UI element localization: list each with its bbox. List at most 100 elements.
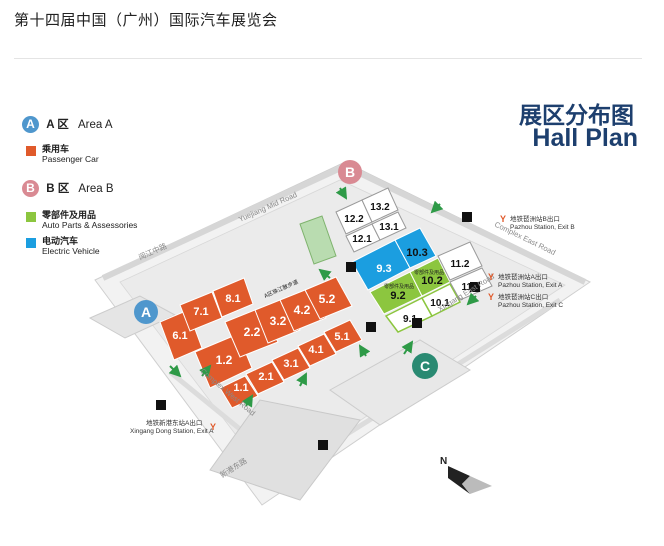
zone-a-marker-label: A xyxy=(141,304,151,320)
legend-area-a-en: Area A xyxy=(77,119,113,131)
hall-9-3-label: 9.3 xyxy=(376,263,391,275)
stair-icon xyxy=(156,400,166,410)
hall-10-3 xyxy=(394,227,437,269)
legend-area-b-en: Area B xyxy=(78,183,114,195)
zone-c-marker-icon xyxy=(412,353,438,379)
station-c-en: Pazhou Station, Exit C xyxy=(498,302,563,309)
legend-passenger-car-cn: 乘用车 xyxy=(42,144,70,154)
hall-7-1 xyxy=(179,291,223,332)
entrance-arrow-icon xyxy=(401,340,414,355)
hall-5-1-label: 5.1 xyxy=(334,331,349,343)
road-complex-east xyxy=(343,163,587,285)
hall-13-1 xyxy=(371,211,407,241)
hall-11-2 xyxy=(437,241,483,281)
zone-b-marker-icon xyxy=(338,160,362,184)
passenger-car-swatch-icon xyxy=(26,146,36,156)
hall-5-2-label: 5.2 xyxy=(319,292,336,306)
stair-icon xyxy=(470,282,480,292)
zone-a-marker-icon xyxy=(134,300,158,324)
stair-icon xyxy=(346,262,356,272)
entrance-arrow-icon xyxy=(335,186,348,200)
south-block xyxy=(209,399,361,501)
station-xingang-cn: 地铁新港东站A出口 xyxy=(146,418,202,427)
hall-10-1-label: 10.1 xyxy=(430,298,450,309)
hall-12-1-label: 12.1 xyxy=(352,234,372,245)
hall-1-1-label: 1.1 xyxy=(233,382,248,394)
page-title: 第十四届中国（广州）国际汽车展览会 xyxy=(14,11,278,29)
legend-electric-vehicle-en: Electric Vehicle xyxy=(42,246,100,256)
map-title-cn: 展区分布图 xyxy=(519,103,634,129)
hall-10-1 xyxy=(420,283,462,317)
legend-area-b: B B 区 Area B xyxy=(22,180,114,198)
metro-b-icon: Y xyxy=(500,214,506,224)
map-title-en: Hall Plan xyxy=(532,124,638,152)
hall-12-2-label: 12.2 xyxy=(344,214,364,225)
legend-electric-vehicle-cn: 电动汽车 xyxy=(42,236,79,246)
entrance-arrow-icon xyxy=(318,268,332,281)
entrance-arrow-icon xyxy=(168,364,182,378)
entrance-arrow-icon xyxy=(199,364,212,378)
legend-area-a: A A 区 Area A xyxy=(22,116,113,134)
metro-xingang-icon: Y xyxy=(210,422,216,432)
header-divider xyxy=(14,58,642,59)
hall-10-3-label: 10.3 xyxy=(406,247,427,259)
zone-c-marker-label: C xyxy=(420,358,430,374)
hall-3-1-label: 3.1 xyxy=(283,358,298,370)
hall-8-1-label: 8.1 xyxy=(225,293,240,305)
road-yuejiang-mid xyxy=(101,163,347,281)
stair-icon xyxy=(318,440,328,450)
hall-5-2 xyxy=(304,276,353,320)
legend-area-b-cn: B 区 xyxy=(46,183,70,195)
hall-5-1 xyxy=(323,319,363,353)
station-b-en: Pazhou Station, Exit B xyxy=(510,224,575,231)
parts-label-10: 零部件及用品 xyxy=(414,269,444,276)
station-a-en: Pazhou Station, Exit A xyxy=(498,282,563,289)
hall-9-2-label: 9.2 xyxy=(390,290,405,302)
hall-4-2-label: 4.2 xyxy=(294,303,311,317)
auto-parts-swatch-icon xyxy=(26,212,36,222)
hall-8-1 xyxy=(212,277,254,318)
hall-1-2-label: 1.2 xyxy=(216,353,233,367)
hall-6-1-label: 6.1 xyxy=(172,330,187,342)
entrance-arrow-icon xyxy=(358,344,371,358)
hall-7-1-label: 7.1 xyxy=(193,306,208,318)
hall-11-2-label: 11.2 xyxy=(451,259,470,270)
legend-auto-parts-cn: 零部件及用品 xyxy=(42,210,97,220)
legend-passenger-car-en: Passenger Car xyxy=(42,154,99,164)
entrance-arrow-icon xyxy=(241,394,254,408)
hall-4-1 xyxy=(297,333,337,367)
hall-10-2-label: 10.2 xyxy=(421,275,442,287)
compass-icon xyxy=(448,466,492,494)
zone-a-badge-icon: A xyxy=(22,116,39,134)
hall-2-2-label: 2.2 xyxy=(244,325,261,339)
zone-b-marker-label: B xyxy=(345,164,355,180)
entrance-arrow-icon xyxy=(430,200,444,214)
stair-icon xyxy=(366,322,376,332)
stair-icon xyxy=(462,212,472,222)
stair-icon xyxy=(412,318,422,328)
hall-13-2 xyxy=(361,187,399,223)
station-a-cn: 地铁琶洲站A出口 xyxy=(498,272,548,281)
hall-4-1-label: 4.1 xyxy=(308,344,323,356)
hall-13-1-label: 13.1 xyxy=(379,222,399,233)
green-stair-block xyxy=(299,215,337,265)
legend-auto-parts-en: Auto Parts & Assessories xyxy=(42,220,138,230)
entrance-arrow-icon xyxy=(296,372,307,387)
metro-a-icon: Y xyxy=(488,272,494,282)
station-b-cn: 地铁琶洲站B出口 xyxy=(510,214,560,223)
hall-3-2-label: 3.2 xyxy=(270,314,287,328)
entrance-arrow-icon xyxy=(466,292,480,306)
metro-c-icon: Y xyxy=(488,292,494,302)
compass-north-label: N xyxy=(440,456,447,467)
legend-area-a-cn: A 区 xyxy=(46,119,69,131)
hall-3-1 xyxy=(271,347,311,381)
parts-label-9: 零部件及用品 xyxy=(384,283,414,290)
station-c-cn: 地铁琶洲站C出口 xyxy=(498,292,548,301)
hall-9-1-label: 9.1 xyxy=(403,314,417,325)
station-xingang-en: Xingang Dong Station, Exit A xyxy=(130,428,214,435)
electric-vehicle-swatch-icon xyxy=(26,238,36,248)
